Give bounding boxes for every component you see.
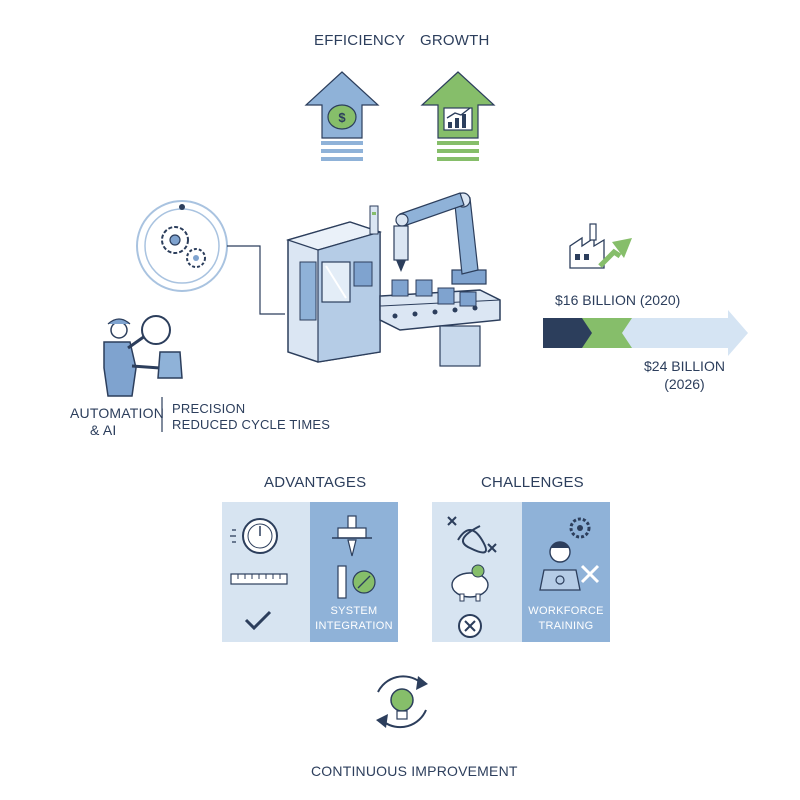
continuous-improvement-label: CONTINUOUS IMPROVEMENT	[311, 763, 518, 779]
checkmark-icon	[244, 610, 272, 631]
market-2026-label: $24 BILLION (2026)	[644, 357, 725, 393]
system-integration-label: SYSTEM INTEGRATION	[310, 604, 398, 634]
factory-growth-icon	[569, 223, 632, 269]
reduced-cycle-text: REDUCED CYCLE TIMES	[172, 417, 331, 432]
automation-line2: & AI	[90, 422, 117, 438]
advantages-title: ADVANTAGES	[264, 474, 367, 491]
training-line: TRAINING	[538, 620, 594, 632]
year-2020: (2020)	[639, 292, 681, 308]
automation-line1: AUTOMATION	[70, 405, 165, 421]
market-growth-arrow	[543, 310, 748, 356]
gears-icon	[161, 226, 206, 268]
market-2020-label: $16 BILLION (2020)	[555, 292, 680, 308]
value-2026: $24 BILLION	[644, 358, 725, 374]
growth-chart-icon	[443, 107, 473, 131]
efficiency-label: EFFICIENCY	[314, 32, 406, 49]
spindle-tool-icon	[332, 515, 372, 557]
ruler-icon	[230, 573, 288, 585]
cnc-machine-icon	[285, 192, 501, 367]
year-2026: (2026)	[664, 376, 705, 392]
advantages-panels	[222, 502, 398, 642]
value-2020: $16 BILLION	[555, 292, 636, 308]
workforce-line: WORKFORCE	[528, 605, 604, 617]
growth-arrow-icon	[420, 71, 496, 161]
efficiency-arrow-icon: $	[304, 71, 380, 161]
precision-label: PRECISION REDUCED CYCLE TIMES	[172, 401, 330, 433]
precision-text: PRECISION	[172, 401, 246, 416]
tangled-tools-icon	[447, 516, 497, 554]
challenges-panels	[432, 502, 610, 642]
integration-line: INTEGRATION	[315, 620, 393, 632]
gear-target-icon	[136, 200, 285, 315]
brain-icon: $	[327, 104, 357, 130]
measure-gauge-icon	[337, 565, 376, 599]
worker-magnifier-icon	[103, 315, 183, 397]
stopwatch-icon	[230, 518, 278, 554]
close-x-icon	[580, 564, 600, 584]
worker-person-icon	[539, 541, 581, 591]
workforce-training-label: WORKFORCE TRAINING	[522, 604, 610, 634]
gear-small-icon	[569, 517, 591, 539]
challenges-title: CHALLENGES	[481, 474, 584, 491]
svg-text:$: $	[338, 110, 346, 125]
system-line: SYSTEM	[330, 605, 378, 617]
growth-label: GROWTH	[420, 32, 490, 49]
cancel-circle-icon	[458, 614, 482, 638]
continuous-improvement-icon	[376, 675, 428, 729]
piggy-bank-icon	[451, 564, 489, 602]
automation-ai-label: AUTOMATION & AI	[70, 405, 164, 439]
